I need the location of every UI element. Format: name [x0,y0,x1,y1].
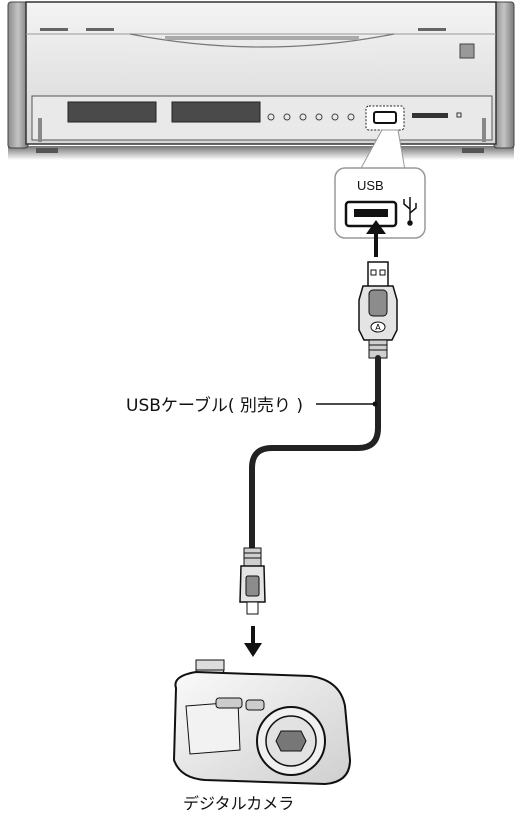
recorder-device [7,1,515,160]
usb-cable-label: USBケーブル( 別売り ) [126,396,303,416]
usb-cable [249,355,381,551]
usb-port-label: USB [357,178,384,193]
arrow-down-icon [244,626,262,657]
plug-a-marking: A [375,323,381,332]
usb-mini-plug [239,547,266,615]
arrow-up-icon [366,220,386,257]
usb-icon [403,197,417,226]
usb-port-callout [334,129,426,239]
digital-camera [172,659,352,786]
digital-camera-label: デジタルカメラ [183,794,295,813]
usb-a-plug [358,261,398,359]
